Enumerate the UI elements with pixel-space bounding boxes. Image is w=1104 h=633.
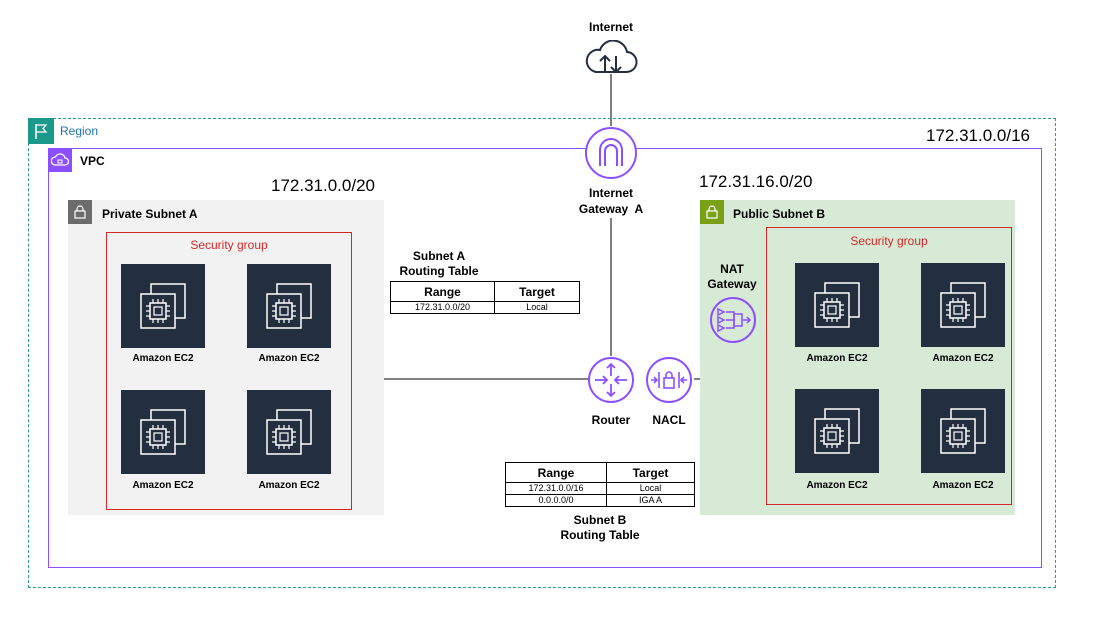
ec2-label: Amazon EC2 <box>132 480 194 491</box>
nacl-label: NACL <box>652 413 686 427</box>
ec2-icon[interactable] <box>795 263 879 347</box>
table-row: 172.31.0.0/16 Local <box>505 482 695 495</box>
ec2-icon[interactable] <box>121 390 205 474</box>
table-row: 172.31.0.0/20 Local <box>390 301 580 314</box>
ec2-label: Amazon EC2 <box>258 353 320 364</box>
vpc-label: VPC <box>80 154 105 168</box>
routing-table-b-title-line1: Subnet B <box>573 513 627 527</box>
ec2-label: Amazon EC2 <box>258 480 320 491</box>
internet-gateway-label-line1: Internet <box>588 186 633 200</box>
private-subnet-container <box>68 200 384 515</box>
routing-table-b-header-range: Range <box>505 462 607 483</box>
nat-gateway-label-line1: NAT <box>720 262 744 276</box>
routing-table-b-title-line2: Routing Table <box>560 528 640 542</box>
router-label: Router <box>591 413 631 427</box>
vpc-container <box>48 148 1042 568</box>
routing-table-a: Range Target 172.31.0.0/20 Local <box>390 281 580 314</box>
internet-gateway-icon[interactable] <box>584 126 638 185</box>
ec2-icon[interactable] <box>247 264 331 348</box>
nat-gateway-icon[interactable] <box>706 296 760 349</box>
nacl-icon[interactable] <box>645 356 693 409</box>
internet-label: Internet <box>588 20 633 34</box>
routing-table-a-title-line2: Routing Table <box>399 264 479 278</box>
internet-gateway-label-line2: Gateway A <box>578 202 644 216</box>
region-label: Region <box>60 124 99 138</box>
private-subnet-title: Private Subnet A <box>102 207 198 221</box>
lock-icon <box>68 200 92 224</box>
ec2-icon[interactable] <box>795 389 879 473</box>
flag-icon <box>28 118 54 144</box>
private-subnet-cidr: 172.31.0.0/20 <box>271 176 375 195</box>
route-range: 0.0.0.0/0 <box>505 494 607 507</box>
ec2-label: Amazon EC2 <box>806 480 868 491</box>
ec2-label: Amazon EC2 <box>132 353 194 364</box>
router-icon[interactable] <box>587 356 635 409</box>
ec2-label: Amazon EC2 <box>806 353 868 364</box>
route-range: 172.31.0.0/20 <box>390 301 495 314</box>
table-row: 0.0.0.0/0 IGA A <box>505 494 695 507</box>
ec2-icon[interactable] <box>121 264 205 348</box>
private-security-group <box>106 232 352 510</box>
routing-table-a-header-range: Range <box>390 281 495 302</box>
lock-icon <box>700 200 724 224</box>
ec2-icon[interactable] <box>247 390 331 474</box>
routing-table-a-header-target: Target <box>494 281 580 302</box>
ec2-label: Amazon EC2 <box>932 353 994 364</box>
ec2-icon[interactable] <box>921 389 1005 473</box>
public-security-group-label: Security group <box>850 234 928 248</box>
routing-table-b-header-target: Target <box>606 462 695 483</box>
public-subnet-title: Public Subnet B <box>733 207 826 221</box>
ec2-label: Amazon EC2 <box>932 480 994 491</box>
ec2-icon[interactable] <box>921 263 1005 347</box>
public-subnet-cidr: 172.31.16.0/20 <box>699 172 813 191</box>
route-range: 172.31.0.0/16 <box>505 482 607 495</box>
route-target: Local <box>494 301 580 314</box>
routing-table-b: Range Target 172.31.0.0/16 Local 0.0.0.0… <box>505 462 695 507</box>
region-container <box>28 118 1056 588</box>
vpc-cloud-icon <box>48 148 72 172</box>
nat-gateway-label-line2: Gateway <box>707 277 757 291</box>
region-cidr: 172.31.0.0/16 <box>926 126 1030 145</box>
private-security-group-label: Security group <box>190 238 268 252</box>
public-security-group <box>766 227 1012 505</box>
route-target: IGA A <box>606 494 695 507</box>
cloud-icon <box>584 39 638 81</box>
route-target: Local <box>606 482 695 495</box>
routing-table-a-title-line1: Subnet A <box>412 249 466 263</box>
